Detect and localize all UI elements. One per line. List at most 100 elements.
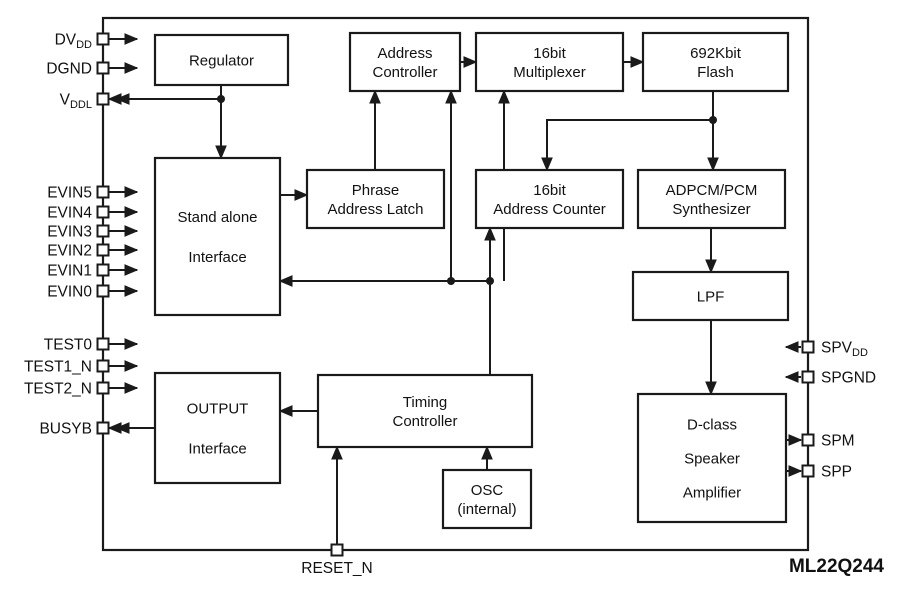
- block-label-timing-controller: Controller: [392, 413, 457, 430]
- pin-evin0[interactable]: EVIN0: [47, 284, 139, 301]
- pin-label-test1_n: TEST1_N: [24, 359, 92, 376]
- block-label-output-interface: OUTPUT: [187, 401, 249, 418]
- pin-pad-evin5[interactable]: [96, 185, 110, 199]
- pin-spvdd[interactable]: SPVDD: [801, 340, 868, 360]
- pin-pad-evin2[interactable]: [96, 243, 110, 257]
- block-label-address-counter: 16bit: [533, 182, 566, 199]
- chip-boundary: [101, 16, 810, 552]
- pin-pad-spm[interactable]: [801, 433, 815, 447]
- block-label-speaker-amplifier: Speaker: [684, 451, 740, 468]
- pin-label-main-evin4: EVIN4: [47, 205, 92, 222]
- block-body-address-controller: [348, 31, 462, 93]
- pin-pad-spvdd[interactable]: [801, 340, 815, 354]
- block-label-address-counter: Address Counter: [493, 201, 606, 218]
- pin-spgnd[interactable]: SPGND: [801, 370, 877, 387]
- pin-label-busyb: BUSYB: [39, 421, 92, 438]
- pin-label-main-test2_n: TEST2_N: [24, 381, 92, 398]
- pin-label-test2_n: TEST2_N: [24, 381, 92, 398]
- pin-evin5[interactable]: EVIN5: [47, 185, 139, 202]
- pin-label-dgnd: DGND: [46, 61, 92, 78]
- pin-pad-dgnd[interactable]: [96, 61, 110, 75]
- block-label-speaker-amplifier: D-class: [687, 417, 737, 434]
- pin-pad-evin4[interactable]: [96, 205, 110, 219]
- block-label-address-controller: Controller: [372, 64, 437, 81]
- pin-layer: DVDDDGNDVDDLEVIN5EVIN4EVIN3EVIN2EVIN1EVI…: [24, 32, 876, 578]
- block-label-adpcm-pcm-synthesizer: Synthesizer: [672, 201, 750, 218]
- pin-label-main-spp: SPP: [821, 464, 852, 481]
- block-body-adpcm-pcm-synthesizer: [636, 168, 787, 230]
- pin-pad-busyb[interactable]: [96, 421, 110, 435]
- pin-vddl[interactable]: VDDL: [60, 92, 123, 112]
- pin-label-evin5: EVIN5: [47, 185, 92, 202]
- pin-label-sub-spvdd: DD: [852, 347, 868, 359]
- pin-busyb[interactable]: BUSYB: [39, 421, 123, 438]
- pin-label-main-spm: SPM: [821, 433, 855, 450]
- pin-label-main-vddl: V: [60, 92, 71, 109]
- pin-evin1[interactable]: EVIN1: [47, 263, 139, 280]
- pin-dgnd[interactable]: DGND: [46, 61, 139, 78]
- pin-pad-reset_n[interactable]: [330, 543, 344, 557]
- block-body-lpf: [631, 270, 790, 322]
- pin-label-dvdd: DVDD: [55, 32, 92, 52]
- junction-dot-regulator-split: [217, 95, 225, 103]
- pin-pad-evin1[interactable]: [96, 263, 110, 277]
- pin-test0[interactable]: TEST0: [44, 337, 139, 354]
- pin-label-main-dvdd: DV: [55, 32, 77, 49]
- pin-label-sub-vddl: DDL: [70, 99, 92, 111]
- pin-pad-spp[interactable]: [801, 464, 815, 478]
- block-label-adpcm-pcm-synthesizer: ADPCM/PCM: [666, 182, 758, 199]
- pin-evin2[interactable]: EVIN2: [47, 243, 139, 260]
- block-label-multiplexer: Multiplexer: [513, 64, 586, 81]
- chip-outline: [101, 16, 810, 552]
- block-body-address-counter: [474, 168, 625, 230]
- part-number-label: ML22Q244: [789, 556, 884, 577]
- block-label-flash: Flash: [697, 64, 734, 81]
- pin-spm[interactable]: SPM: [801, 433, 855, 450]
- junction-dot-bus-dot-right: [486, 277, 494, 285]
- pin-spp[interactable]: SPP: [801, 464, 853, 481]
- block-body-osc: [441, 468, 533, 530]
- pin-dvdd[interactable]: DVDD: [55, 32, 139, 52]
- block-label-phrase-address-latch: Address Latch: [328, 201, 424, 218]
- pin-evin4[interactable]: EVIN4: [47, 205, 139, 222]
- pin-label-vddl: VDDL: [60, 92, 92, 112]
- pin-pad-test2_n[interactable]: [96, 381, 110, 395]
- pin-label-main-evin0: EVIN0: [47, 284, 92, 301]
- block-lpf: LPF: [631, 270, 790, 322]
- pin-test1_n[interactable]: TEST1_N: [24, 359, 139, 376]
- pin-label-spgnd: SPGND: [821, 370, 876, 387]
- pin-pad-evin0[interactable]: [96, 284, 110, 298]
- pin-label-spm: SPM: [821, 433, 855, 450]
- pin-reset_n[interactable]: RESET_N: [301, 543, 373, 578]
- block-body-stand-alone-interface: [153, 156, 282, 317]
- block-label-multiplexer: 16bit: [533, 45, 566, 62]
- pin-pad-test0[interactable]: [96, 337, 110, 351]
- pin-pad-evin3[interactable]: [96, 224, 110, 238]
- pin-label-evin3: EVIN3: [47, 224, 92, 241]
- pin-pad-spgnd[interactable]: [801, 370, 815, 384]
- pin-pad-dvdd[interactable]: [96, 32, 110, 46]
- pin-label-main-evin3: EVIN3: [47, 224, 92, 241]
- pin-evin3[interactable]: EVIN3: [47, 224, 139, 241]
- block-body-phrase-address-latch: [305, 168, 446, 230]
- block-label-osc: (internal): [457, 501, 516, 518]
- block-label-phrase-address-latch: Phrase: [352, 182, 400, 199]
- pin-label-main-evin5: EVIN5: [47, 185, 92, 202]
- wire-flash-to-addr-counter: [541, 119, 713, 172]
- pin-label-evin4: EVIN4: [47, 205, 92, 222]
- pin-pad-test1_n[interactable]: [96, 359, 110, 373]
- block-label-stand-alone-interface: Interface: [188, 249, 246, 266]
- pin-pad-vddl[interactable]: [96, 92, 110, 106]
- block-body-output-interface: [153, 371, 282, 485]
- pin-label-main-test1_n: TEST1_N: [24, 359, 92, 376]
- pin-test2_n[interactable]: TEST2_N: [24, 381, 139, 398]
- block-body-regulator: [153, 33, 290, 87]
